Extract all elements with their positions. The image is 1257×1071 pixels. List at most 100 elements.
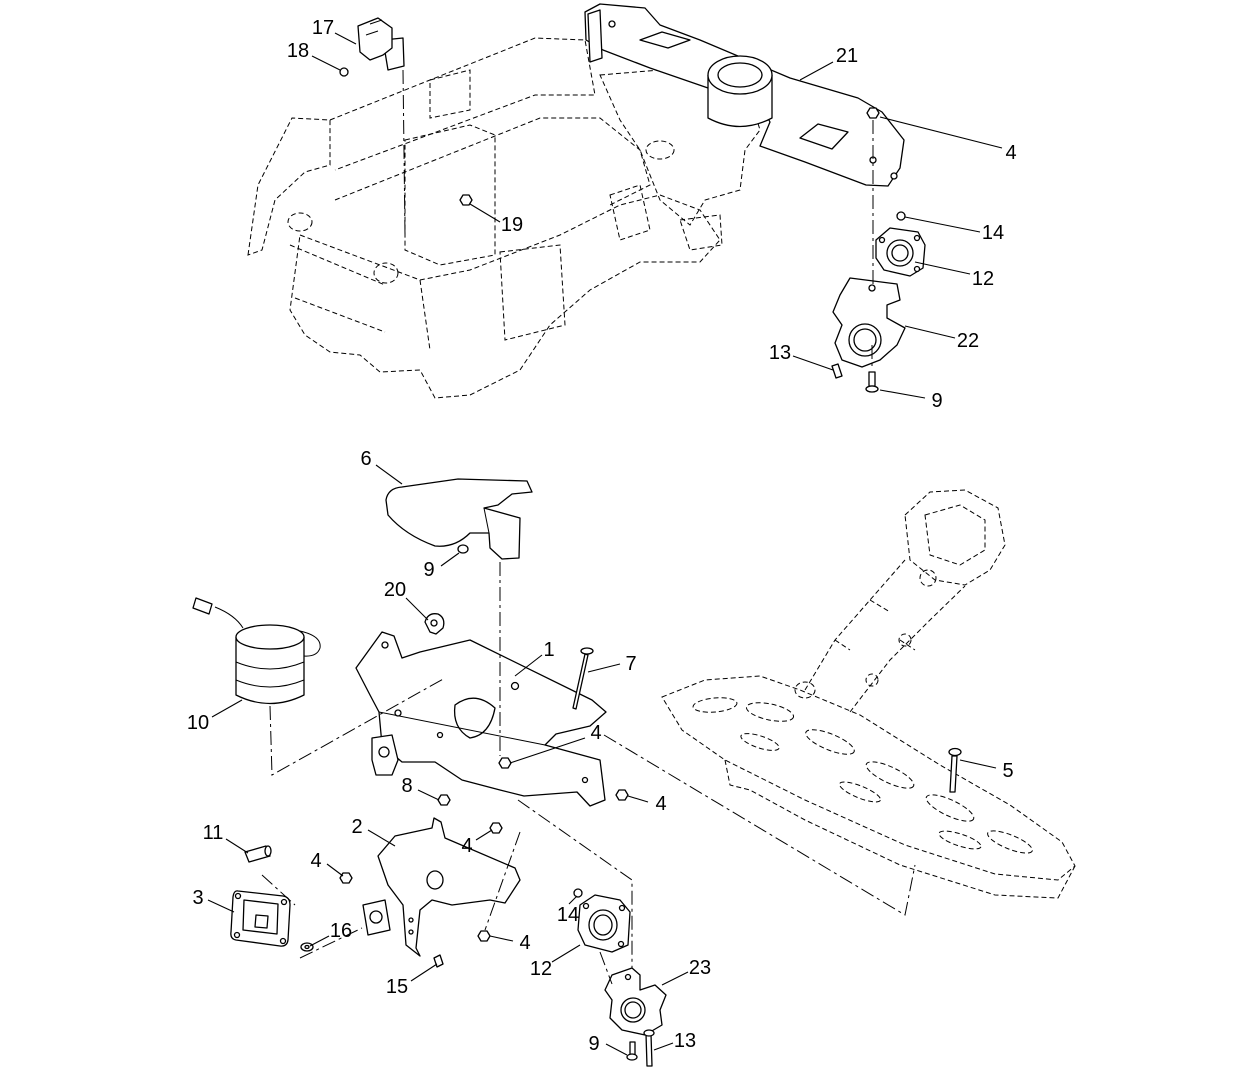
leader-line [551, 944, 581, 963]
leader-line [904, 325, 956, 339]
pump-housing-upper [875, 227, 926, 277]
leader-line [367, 829, 396, 847]
sensor-assembly [357, 17, 405, 71]
callout-14: 14 [982, 222, 1004, 244]
center-line [484, 831, 521, 931]
bolt-13-lower [643, 1029, 655, 1067]
center-line [261, 874, 296, 906]
leader-line [653, 1042, 674, 1051]
leader-line [489, 935, 514, 942]
leader-line [375, 464, 403, 485]
leader-line [211, 699, 243, 718]
bolt-13-upper [831, 363, 843, 379]
callout-9: 9 [931, 390, 942, 412]
leader-line [405, 597, 429, 621]
leader-line [587, 663, 621, 673]
center-line [599, 951, 613, 985]
callout-4: 4 [1005, 142, 1016, 164]
upper-view: 17 18 21 4 19 14 12 22 13 9 [247, 3, 1017, 412]
callout-4: 4 [655, 793, 666, 815]
callout-18: 18 [287, 40, 309, 62]
callout-2: 2 [351, 816, 362, 838]
control-module [230, 890, 291, 947]
callout-5: 5 [1002, 760, 1013, 782]
bracket-23 [604, 967, 667, 1036]
callout-13: 13 [674, 1030, 696, 1052]
leader-line [568, 895, 578, 905]
leader-line [904, 216, 981, 233]
pedal-frame-phantom [661, 489, 1076, 899]
nut-14-upper [896, 211, 906, 221]
nut-8 [437, 794, 451, 806]
callout-21: 21 [836, 45, 858, 67]
callout-4: 4 [461, 835, 472, 857]
callout-10: 10 [187, 712, 209, 734]
mounting-plate [584, 3, 905, 187]
leader-line [309, 935, 330, 947]
callout-11: 11 [203, 822, 224, 844]
cover-plate [385, 478, 533, 560]
bolt-9-upper [865, 371, 879, 393]
callout-20: 20 [384, 579, 406, 601]
callout-22: 22 [957, 330, 979, 352]
leader-line [475, 829, 493, 841]
leader-line [334, 32, 357, 45]
callout-4: 4 [519, 932, 530, 954]
bolt-9-lower [626, 1041, 638, 1061]
leader-line [440, 552, 460, 567]
center-line [269, 677, 446, 776]
callout-1: 1 [543, 639, 554, 661]
beacon-cylinder [192, 597, 321, 705]
nut-4-upper [866, 107, 880, 119]
callout-16: 16 [330, 920, 352, 942]
washer-16 [300, 942, 314, 952]
leader-line [207, 899, 235, 913]
bolt-5 [948, 747, 962, 793]
leader-line [914, 261, 971, 275]
connector-11 [244, 845, 272, 863]
callout-7: 7 [625, 653, 636, 675]
leader-line [799, 61, 834, 81]
callout-23: 23 [689, 957, 711, 979]
leader-line [225, 838, 249, 854]
nut-19 [459, 194, 473, 206]
pump-housing-lower [577, 894, 631, 953]
leader-line [469, 203, 501, 223]
bolt-7 [572, 647, 594, 710]
center-line [603, 734, 916, 916]
screw-18 [339, 67, 349, 77]
bolt-9-cover [457, 544, 469, 554]
center-line [402, 69, 406, 236]
nut-4-bracket-top [498, 757, 512, 769]
leader-line [326, 863, 344, 877]
leader-line [661, 971, 689, 986]
callout-12: 12 [530, 958, 552, 980]
leader-line [417, 789, 440, 801]
callout-12: 12 [972, 268, 994, 290]
callout-8: 8 [401, 775, 412, 797]
nut-14-lower [573, 888, 583, 898]
leader-line [311, 55, 341, 71]
clip-20 [424, 613, 445, 635]
callout-4: 4 [310, 850, 321, 872]
callout-4: 4 [590, 722, 601, 744]
leader-line [509, 737, 586, 764]
callout-3: 3 [192, 887, 203, 909]
callout-9: 9 [588, 1033, 599, 1055]
lower-bracket [362, 817, 521, 957]
callout-15: 15 [386, 976, 408, 998]
nut-4-center [489, 822, 503, 834]
center-line [299, 927, 363, 959]
bracket-22 [832, 277, 906, 368]
sensor-block [371, 734, 399, 776]
leader-line [514, 654, 543, 677]
callout-6: 6 [360, 448, 371, 470]
callout-14: 14 [557, 904, 579, 926]
callout-19: 19 [501, 214, 523, 236]
leader-line [879, 389, 926, 399]
leader-line [605, 1043, 628, 1056]
callout-9: 9 [423, 559, 434, 581]
lower-view: 6 9 20 1 7 10 4 8 5 4 2 4 11 4 3 16 14 4… [187, 448, 1076, 1067]
leader-line [627, 795, 649, 803]
